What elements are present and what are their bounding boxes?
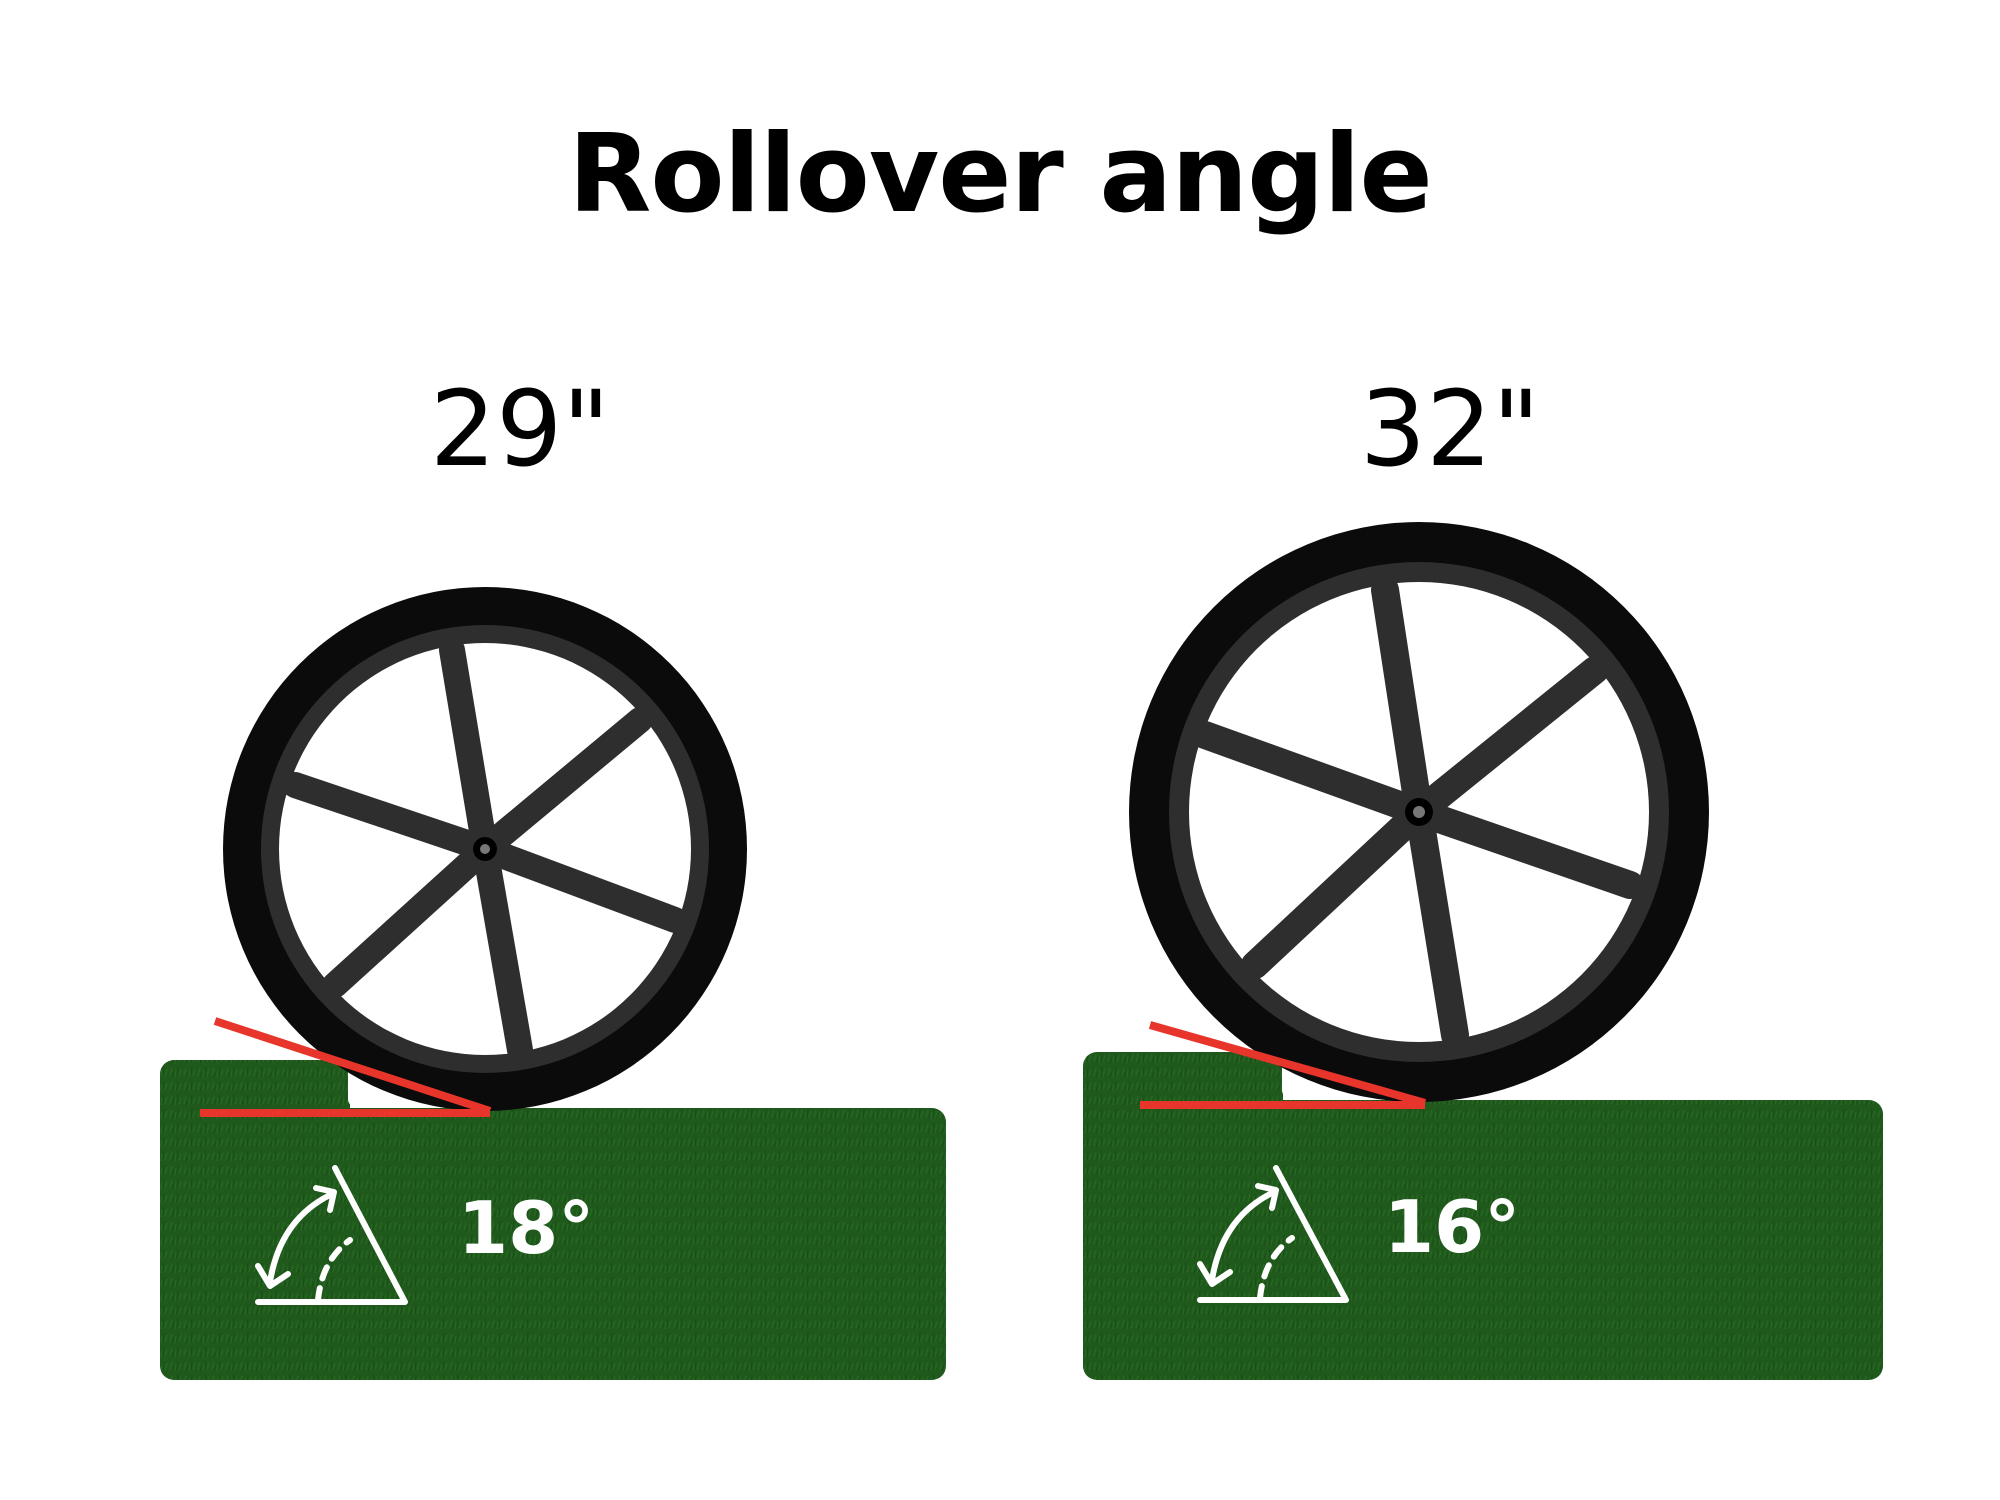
page-title: Rollover angle <box>568 112 1432 237</box>
panel-32: 16° <box>1083 522 1883 1380</box>
angle-triangle-icon <box>1197 1165 1349 1303</box>
angle-tangent-line <box>213 1017 492 1115</box>
wheel-size-label-29: 29" <box>429 368 611 490</box>
ground-block <box>160 1108 946 1380</box>
wheel-29-icon <box>223 587 747 1111</box>
wheel-size-label-32: 32" <box>1359 368 1541 490</box>
angle-value-29: 18° <box>458 1186 594 1270</box>
angle-triangle-icon <box>255 1165 408 1305</box>
ground-block <box>1083 1100 1883 1380</box>
angle-tangent-line <box>1148 1021 1427 1107</box>
panel-29: 18° <box>160 587 946 1380</box>
wheel-32-icon <box>1129 522 1709 1102</box>
angle-value-32: 16° <box>1384 1185 1520 1269</box>
